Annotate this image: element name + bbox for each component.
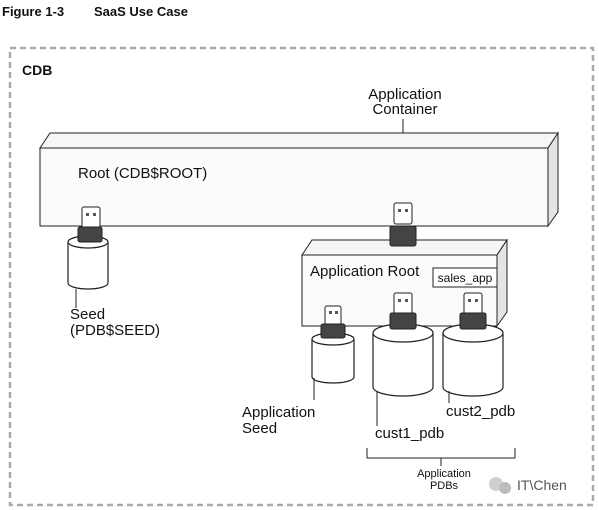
cust1-plug-icon bbox=[389, 292, 417, 330]
cust2-label: cust2_pdb bbox=[446, 403, 515, 420]
seed-label-line2: (PDB$SEED) bbox=[70, 322, 160, 339]
app-pdbs-bracket bbox=[366, 448, 516, 459]
cust1-label: cust1_pdb bbox=[375, 425, 444, 442]
app-pdbs-label-line1: Application bbox=[417, 468, 471, 480]
seed-label-line1: Seed bbox=[70, 306, 105, 323]
cdb-root-slab bbox=[39, 131, 559, 228]
app-seed-plug-icon bbox=[320, 305, 346, 339]
cust2-plug-icon bbox=[459, 292, 487, 330]
seed-plug-icon bbox=[77, 206, 103, 243]
app-seed-cylinder bbox=[311, 332, 355, 384]
cdb-label: CDB bbox=[22, 62, 52, 78]
watermark-logo-icon bbox=[489, 477, 511, 494]
root-label: Root (CDB$ROOT) bbox=[78, 165, 207, 182]
cdb-container bbox=[8, 46, 595, 507]
app-container-label-line1: Application bbox=[368, 86, 441, 103]
app-root-label: Application Root bbox=[310, 263, 420, 280]
figure-number: Figure 1-3 bbox=[2, 4, 64, 19]
app-seed-label-line2: Seed bbox=[242, 420, 277, 437]
figure-title: SaaS Use Case bbox=[94, 4, 188, 19]
watermark-text: IT\Chen bbox=[517, 477, 567, 493]
cust2-pdb-cylinder bbox=[442, 323, 504, 397]
app-container-label-line2: Container bbox=[372, 101, 437, 118]
seed-cylinder bbox=[67, 235, 109, 290]
app-pdbs-label-line2: PDBs bbox=[430, 480, 459, 492]
sales-app-tag: sales_app bbox=[438, 271, 493, 285]
app-seed-label-line1: Application bbox=[242, 404, 315, 421]
cust1-pdb-cylinder bbox=[372, 323, 434, 397]
sales-app-tag-box bbox=[432, 267, 498, 288]
app-container-plug-icon bbox=[389, 202, 417, 247]
